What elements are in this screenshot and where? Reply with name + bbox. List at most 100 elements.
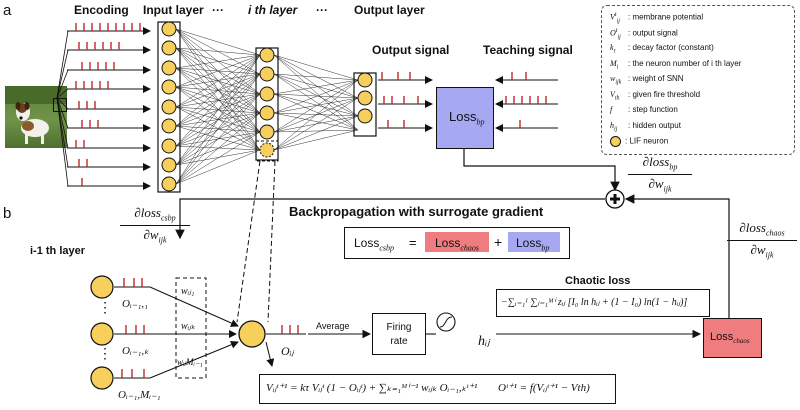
dog-photo	[5, 86, 67, 148]
input-neuron	[161, 21, 177, 37]
connection-in-mid	[175, 54, 261, 127]
weight-line-M	[149, 340, 239, 379]
legend-symbol: Vtij	[610, 12, 620, 25]
teaching-signal-label: Teaching signal	[483, 43, 573, 57]
fan-line	[56, 97, 69, 149]
legend-item: Vtij: membrane potential	[610, 12, 703, 24]
selected-neuron-box	[255, 140, 279, 162]
neurons	[161, 21, 373, 192]
ellipsis-1: ···	[212, 3, 224, 17]
output-neuron	[357, 90, 373, 106]
legend-symbol: wijk	[610, 74, 622, 86]
connection-in-mid	[175, 86, 261, 133]
encoding-fan-lines	[56, 30, 69, 187]
encoding-spike-trains	[67, 23, 151, 190]
connection-mid-out	[273, 73, 359, 81]
connection-in-mid	[175, 47, 261, 151]
average-label: Average	[316, 321, 350, 331]
connection-mid-out	[273, 112, 359, 131]
prev-neuron-k	[90, 322, 114, 346]
grad-csbp-label: ∂losscsbp ∂wijk	[120, 206, 190, 244]
legend-desc: : the neuron number of i th layer	[628, 58, 742, 68]
input-neuron	[161, 99, 177, 115]
legend-item: Mi : the neuron number of i th layer	[610, 59, 741, 71]
w-M-label: wᵢⱼMᵢ₋₁	[177, 357, 203, 367]
update-formula: Vᵢⱼᵗ⁺¹ = kτ Vᵢⱼᵗ (1 − Oᵢⱼᵗ) + ∑ₖ₌₁ᴹⁱ⁻¹ w…	[266, 382, 478, 394]
connection-mid-out	[273, 73, 359, 131]
o-k-label: Oᵢ₋₁,ₖ	[122, 345, 149, 357]
teaching-signal-spikes	[495, 72, 558, 132]
legend-item: wijk : weight of SNN	[610, 74, 684, 86]
input-neuron	[161, 118, 177, 134]
connection-in-mid	[175, 93, 261, 185]
fan-line	[56, 49, 69, 99]
legend-desc: : output signal	[628, 28, 678, 38]
o-ij-label: Oᵢⱼ	[281, 344, 294, 358]
connection-mid-out	[273, 115, 359, 151]
legend-item: Otij: output signal	[610, 28, 678, 40]
dots-1: ⋮	[98, 299, 112, 315]
connection-in-mid	[175, 112, 261, 185]
connection-mid-out	[273, 54, 359, 99]
encoding-label: Encoding	[74, 3, 129, 17]
legend-item: hij: hidden output	[610, 121, 681, 133]
firing-rate-box: Firing rate	[372, 313, 426, 355]
connection-in-mid	[175, 131, 261, 185]
connection-mid-out	[273, 112, 359, 117]
loss-chaos-chip: Losschaos	[425, 232, 489, 252]
weight-box	[175, 277, 207, 379]
connection-mid-out	[273, 54, 359, 81]
connection-in-mid	[175, 149, 261, 185]
input-neuron	[161, 60, 177, 76]
legend-symbol: Vth	[610, 89, 620, 102]
prev-neuron-1	[90, 275, 114, 299]
connection-mid-out	[273, 97, 359, 151]
legend-desc: : weight of SNN	[628, 74, 684, 83]
panel-label-a: a	[3, 2, 12, 19]
ellipsis-2: ···	[316, 3, 328, 17]
connection-in-mid	[175, 54, 261, 88]
o-M-label: Oᵢ₋₁,Mᵢ₋₁	[118, 389, 161, 401]
connection-mid-out	[273, 54, 359, 117]
loss-csbp-equation: Losscsbp = Losschaos + Lossbp	[344, 227, 570, 259]
connection-mid-out	[273, 73, 359, 117]
connection-in-mid	[175, 73, 261, 185]
weight-line-1	[149, 286, 239, 327]
update-formula-box: Vᵢⱼᵗ⁺¹ = kτ Vᵢⱼᵗ (1 − Oᵢⱼᵗ) + ∑ₖ₌₁ᴹⁱ⁻¹ w…	[259, 374, 616, 404]
panel-label-b: b	[3, 205, 12, 222]
connection-in-mid	[175, 54, 261, 166]
connection-in-mid	[175, 47, 261, 75]
prev-layer-spikes	[114, 278, 150, 379]
output-formula: Oᵗ⁺¹ = f(Vᵢⱼᵗ⁺¹ − Vth)	[498, 382, 590, 394]
input-neuron	[161, 40, 177, 56]
input-neuron	[161, 79, 177, 95]
prev-neuron-M	[90, 366, 114, 390]
connection-in-mid	[175, 125, 261, 151]
legend-symbol: Mi	[610, 58, 619, 71]
hidden-neuron	[259, 66, 275, 82]
connection-mid-out	[273, 97, 359, 114]
backprop-title: Backpropagation with surrogate gradient	[289, 204, 544, 219]
connection-mid-out	[273, 93, 359, 131]
projection-line-right	[267, 160, 276, 323]
chaos-formula-box: −∑ᵢ₌₁ᴵ ∑ⱼ₌₁ᴹⁱ zᵢⱼ [I₀ ln hᵢⱼ + (1 − I₀) …	[496, 289, 710, 317]
connection-mid-out	[273, 79, 359, 114]
output-signal-spikes	[378, 72, 433, 132]
hidden-neuron	[259, 86, 275, 102]
connection-mid-out	[273, 129, 359, 151]
connection-in-mid	[175, 86, 261, 151]
loss-bp-subscript: bp	[476, 117, 485, 127]
connection-in-mid	[175, 149, 261, 166]
legend-desc: : decay factor (constant)	[628, 43, 714, 52]
legend-symbol: f	[610, 105, 613, 114]
legend-item: : LIF neuron	[610, 136, 668, 147]
dots-2: ⋮	[98, 345, 112, 361]
input-neuron	[161, 157, 177, 173]
grad-chaos-label: ∂losschaos ∂wijk	[727, 221, 797, 259]
chaotic-loss-label: Chaotic loss	[565, 275, 631, 287]
loss-bp-chip: Lossbp	[508, 232, 560, 252]
o-1-label: Oᵢ₋₁,₁	[122, 298, 148, 310]
connection-in-mid	[175, 54, 261, 185]
